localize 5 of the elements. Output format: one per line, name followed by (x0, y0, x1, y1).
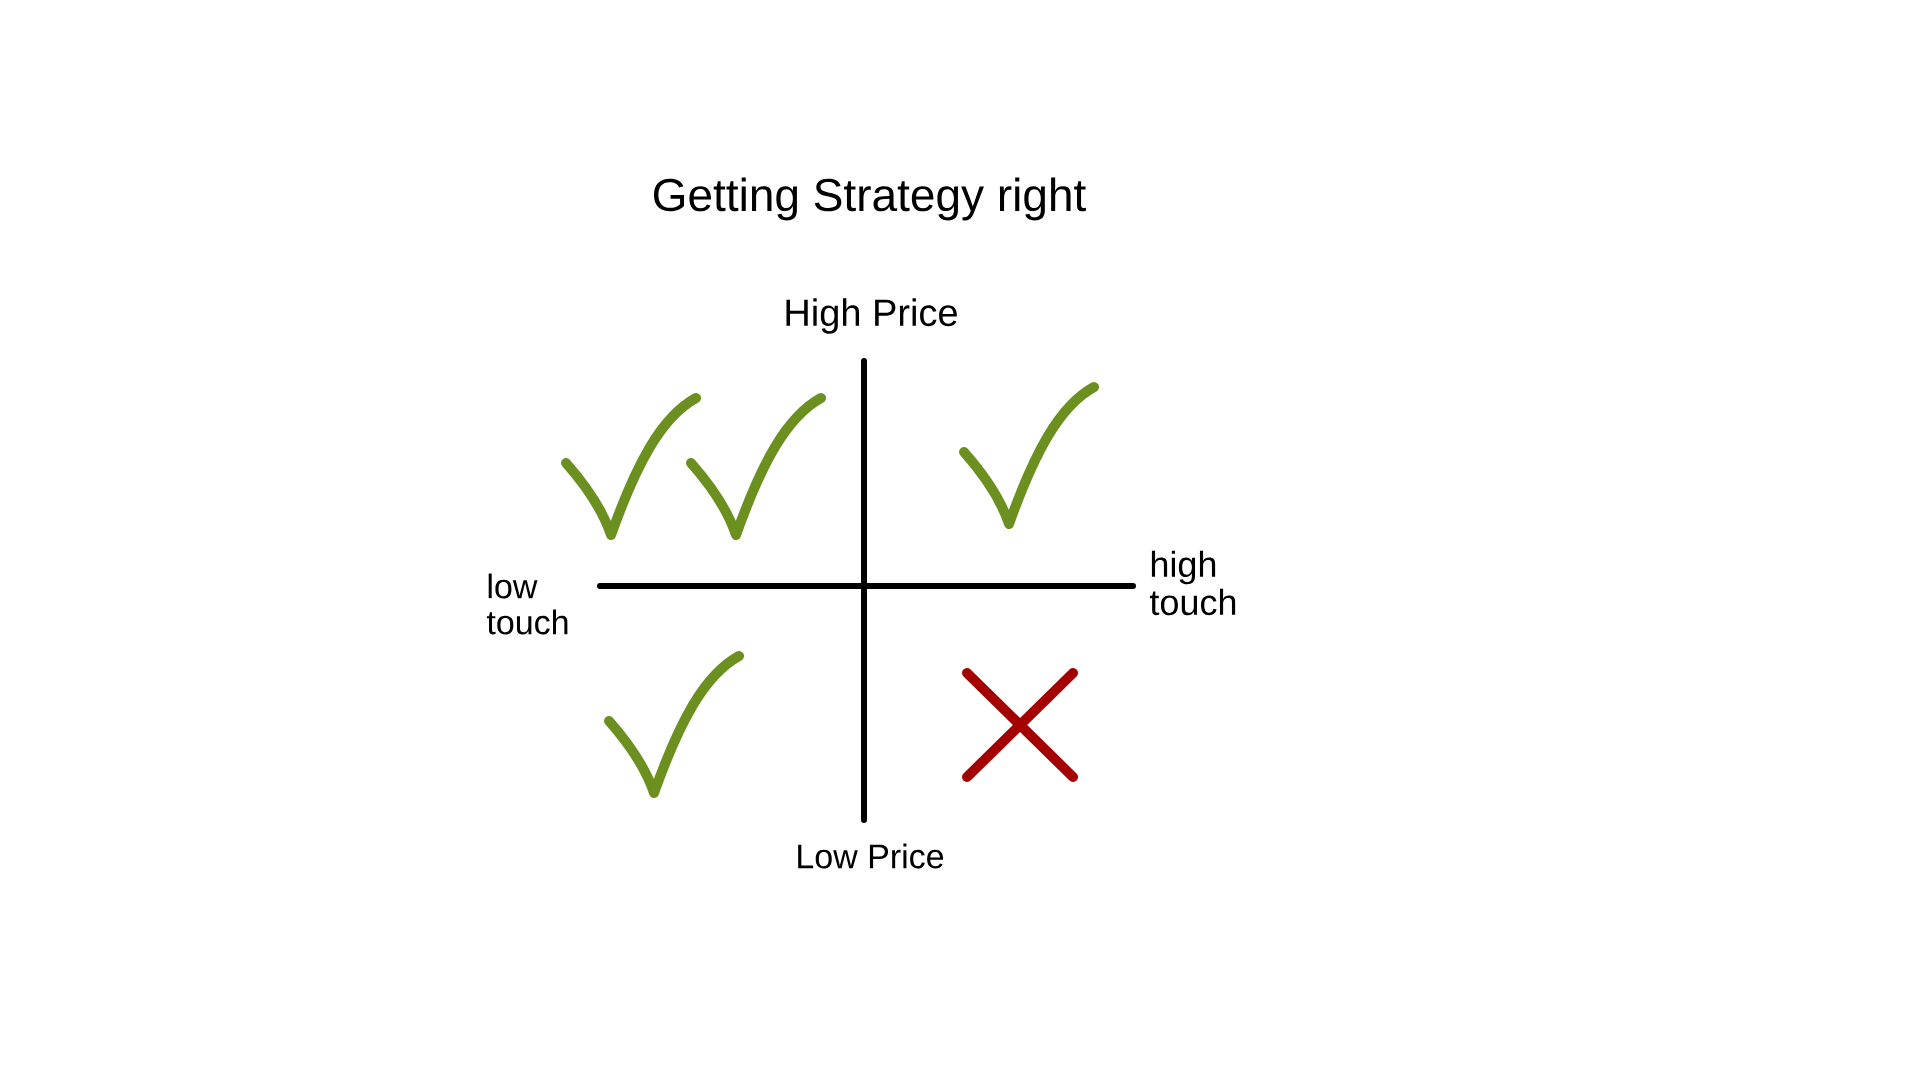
title: Getting Strategy right (654, 177, 1086, 221)
axis-label: High Price (786, 298, 957, 334)
axis-label: high touch (1149, 550, 1236, 616)
axis-label: Low Price (798, 843, 944, 869)
axis-label: low touch (486, 573, 568, 635)
